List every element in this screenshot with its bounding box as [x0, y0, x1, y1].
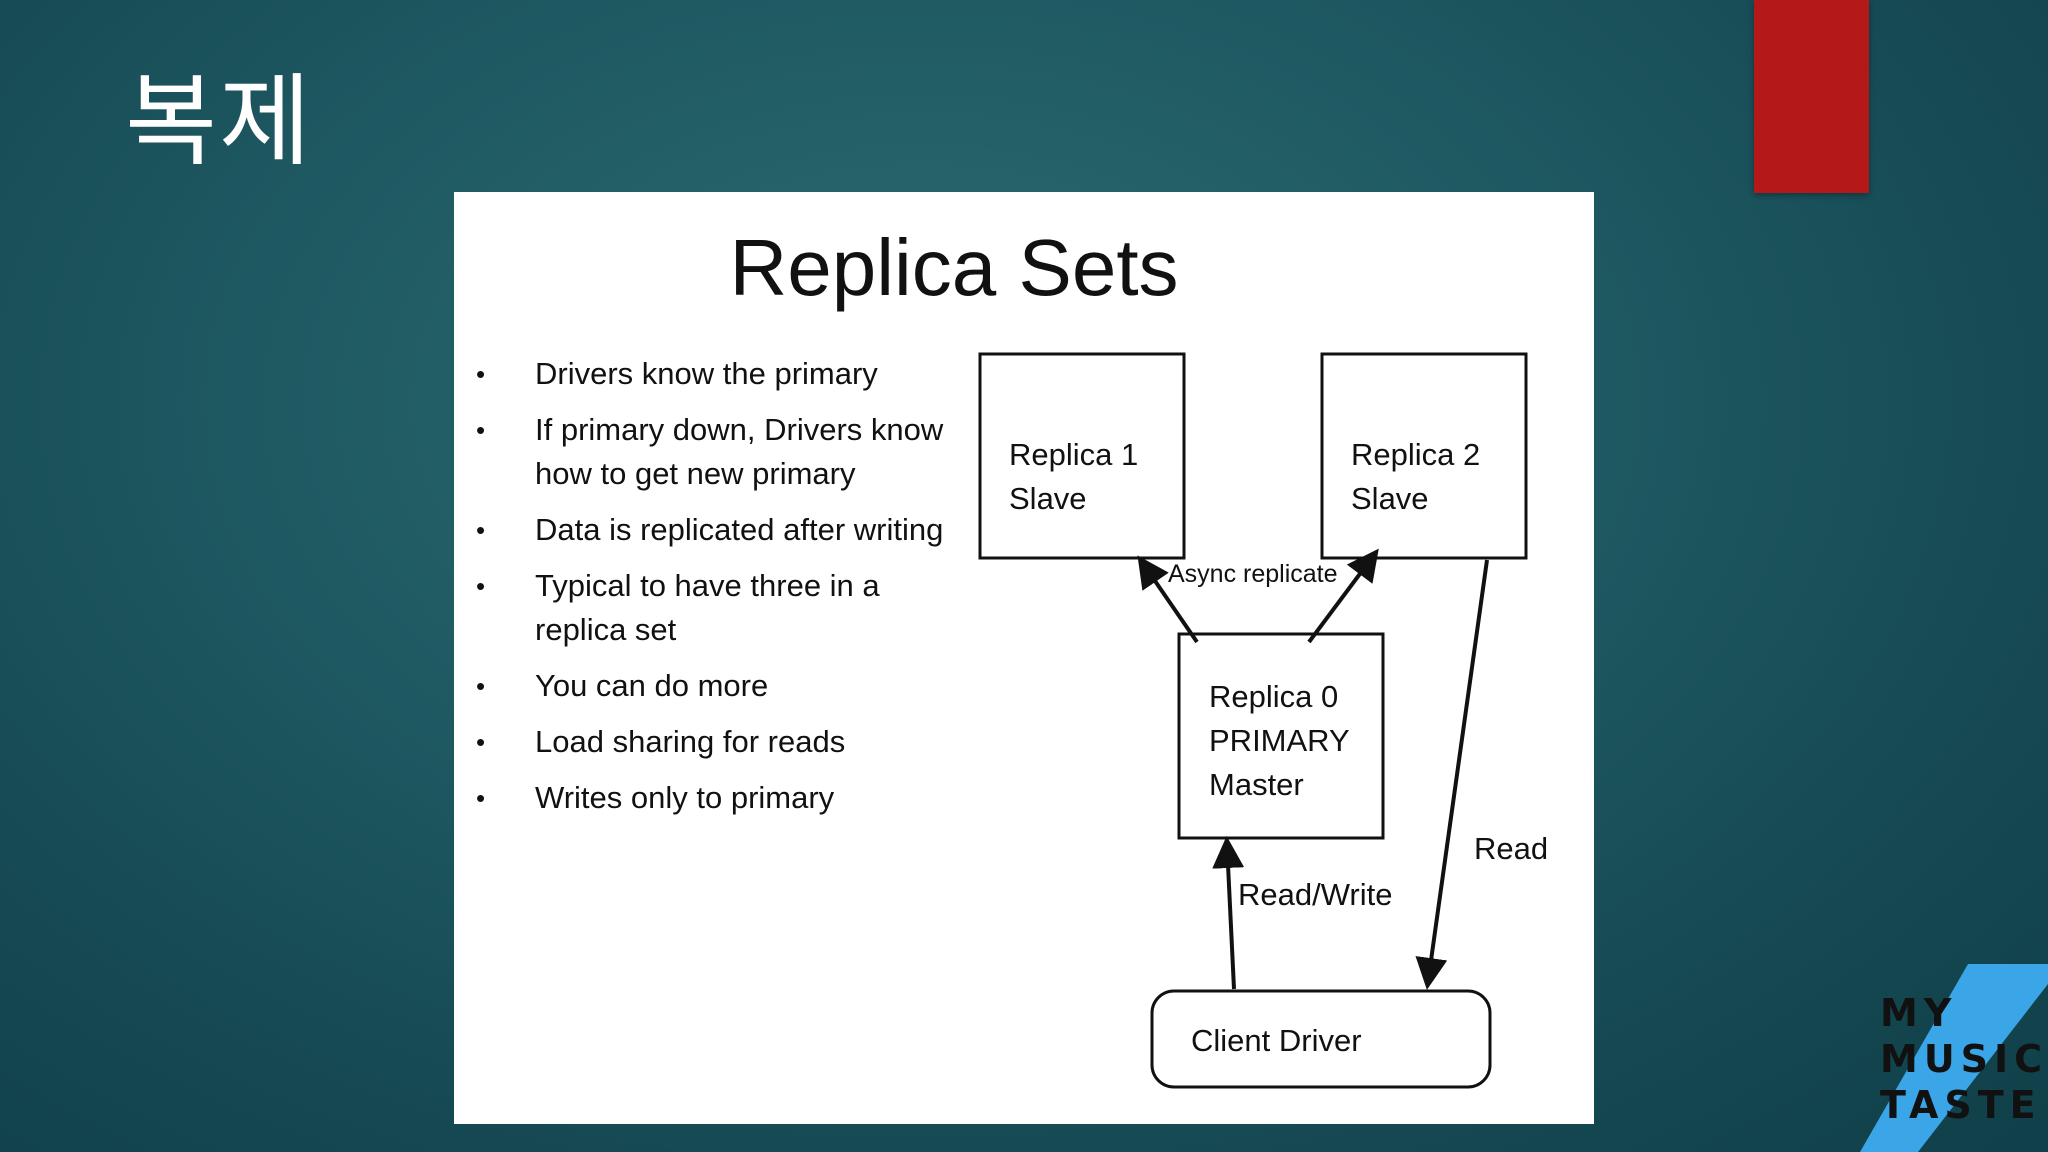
replica1-label-line2: Slave	[1009, 481, 1087, 516]
bullet-item: • Load sharing for reads	[476, 720, 946, 764]
read-write-label: Read/Write	[1238, 877, 1393, 912]
client-driver-label: Client Driver	[1191, 1023, 1362, 1058]
replica-sets-panel: Replica Sets • Drivers know the primary •…	[454, 192, 1594, 1124]
async-arrow-to-replica1	[1137, 555, 1199, 644]
replica2-label-line2: Slave	[1351, 481, 1429, 516]
replica1-box	[978, 352, 1186, 560]
bullet-item: • If primary down, Drivers know how to ge…	[476, 408, 946, 496]
bullet-marker: •	[476, 415, 486, 445]
async-replicate-label: Async replicate	[1168, 560, 1338, 588]
read-label: Read	[1474, 831, 1548, 866]
bullet-text: Typical to have three in a replica set	[535, 568, 880, 647]
read-arrow	[1415, 559, 1489, 990]
bullet-marker: •	[476, 783, 486, 813]
bullet-marker: •	[476, 727, 486, 757]
async-arrow-to-replica2	[1307, 548, 1379, 644]
bullet-marker: •	[476, 515, 486, 545]
bullet-text: If primary down, Drivers know how to get…	[535, 412, 944, 491]
read-write-arrow	[1212, 836, 1245, 990]
replica2-label-line1: Replica 2	[1351, 437, 1480, 472]
bullet-text: Writes only to primary	[535, 780, 835, 815]
bullet-item: • Typical to have three in a replica set	[476, 564, 946, 652]
bullet-text: Drivers know the primary	[535, 356, 878, 391]
bullet-marker: •	[476, 359, 486, 389]
bullet-item: • Drivers know the primary	[476, 352, 946, 396]
bullet-marker: •	[476, 571, 486, 601]
slide-title: 복제	[125, 63, 313, 180]
replica0-box	[1177, 632, 1385, 840]
bullet-text: Data is replicated after writing	[535, 512, 944, 547]
bullet-marker: •	[476, 671, 486, 701]
client-driver-box	[1150, 989, 1492, 1089]
replica1-label-line1: Replica 1	[1009, 437, 1138, 472]
bullet-list: • Drivers know the primary • If primary do…	[476, 352, 946, 832]
bullet-item: • You can do more	[476, 664, 946, 708]
replica0-label-line1: Replica 0	[1209, 679, 1338, 714]
replica0-label-line3: Master	[1209, 767, 1304, 802]
replica0-label-line2: PRIMARY	[1209, 723, 1350, 758]
bullet-text: Load sharing for reads	[535, 724, 846, 759]
logo-accent-shape	[1860, 964, 2048, 1152]
bullet-item: • Data is replicated after writing	[476, 508, 946, 552]
replica2-box	[1320, 352, 1528, 560]
bullet-item: • Writes only to primary	[476, 776, 946, 820]
logo-line: MY	[1880, 991, 1958, 1035]
bullet-text: You can do more	[535, 668, 769, 703]
red-accent-tab	[1754, 0, 1869, 193]
panel-title: Replica Sets	[729, 223, 1179, 312]
logo-line: MUSIC	[1880, 1037, 2048, 1081]
my-music-taste-logo: MY MUSIC TASTE	[1880, 990, 2048, 1128]
replica-set-diagram: Replica 1 Slave Replica 2 Slave Replica …	[978, 352, 1548, 1089]
logo-line: TASTE	[1880, 1083, 2042, 1127]
